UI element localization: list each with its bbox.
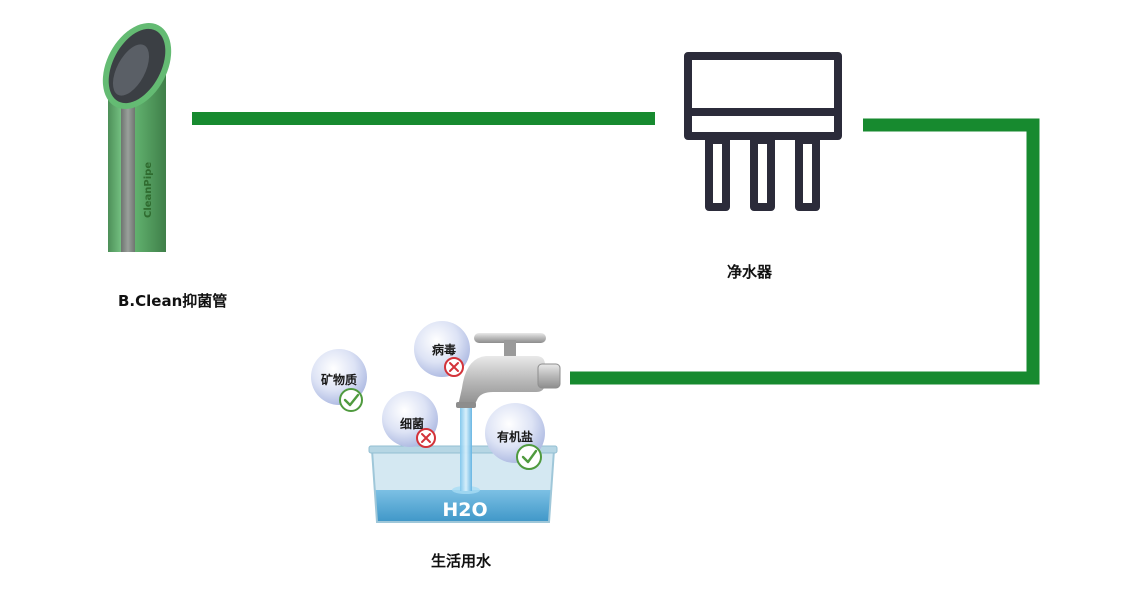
domestic-water-label: 生活用水 [431, 552, 492, 570]
purifier-label: 净水器 [727, 263, 773, 281]
bubble-virus: 病毒 [414, 321, 470, 377]
pipe-label: B.Clean抑菌管 [118, 292, 228, 310]
bubble-label: 矿物质 [321, 372, 357, 387]
purifier-icon [684, 52, 842, 211]
h2o-text: H2O [442, 499, 487, 521]
bubble-organic-salts: 有机盐 [485, 403, 545, 470]
connector-pipe-to-purifier [192, 112, 655, 125]
faucet-illustration [456, 333, 561, 408]
cross-icon [444, 357, 464, 377]
check-icon [516, 444, 542, 470]
bubble-label: 细菌 [400, 416, 424, 431]
water-stream [460, 404, 472, 491]
cross-icon [416, 428, 436, 448]
bubble-label: 有机盐 [497, 429, 533, 444]
clean-pipe-illustration: CleanPipe [102, 23, 172, 252]
bubble-minerals: 矿物质 [311, 349, 367, 412]
check-icon [339, 388, 363, 412]
bubble-label: 病毒 [432, 342, 456, 357]
bubble-bacteria: 细菌 [382, 391, 438, 448]
tank-water [374, 490, 552, 522]
connector-purifier-to-tap [570, 118, 1040, 385]
pipe-brand-text: CleanPipe [143, 162, 154, 218]
